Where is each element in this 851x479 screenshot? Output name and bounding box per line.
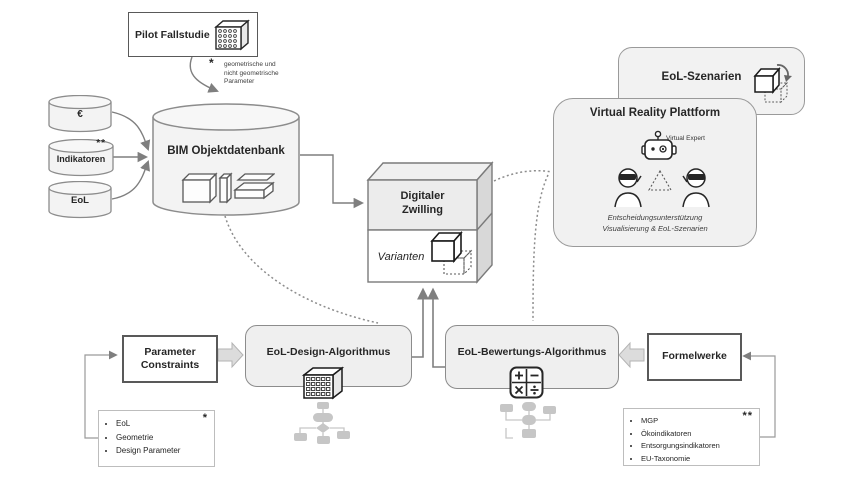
list-item: Entsorgungsindikatoren [641, 440, 755, 452]
facade-box-icon [301, 366, 345, 400]
list-right-mark: ** [742, 410, 753, 422]
cylinder-icon [48, 95, 112, 133]
bim-objects-icon [181, 172, 275, 204]
vr-caption-line1: Entscheidungsunterstützung [607, 213, 703, 222]
dotted-vr-to-evaluation [532, 174, 549, 322]
eol-szenarien-label: EoL-Szenarien [661, 71, 742, 83]
database-eol-label: EoL [71, 195, 89, 206]
evaluation-algorithm-label: EoL-Bewertungs-Algorithmus [457, 346, 607, 358]
arrow-design-to-twin [410, 287, 429, 358]
block-arrow-left-icon [618, 341, 645, 369]
digital-twin-title-line2: Zwilling [402, 204, 443, 216]
list-item: Ökoindikatoren [641, 428, 755, 440]
rotating-cube-icon [753, 64, 792, 104]
list-left-items: EoL Geometrie Design Parameter [99, 411, 214, 458]
arrow-euro-to-bim [111, 111, 151, 151]
parameter-constraints-line1: Parameter [144, 345, 196, 358]
list-item: Design Parameter [116, 445, 210, 458]
line-listright-to-formelwerke [742, 351, 776, 438]
vr-caption: Entscheidungsunterstützung Visualisierun… [554, 212, 756, 234]
formelwerke-box: Formelwerke [647, 333, 742, 381]
annotation-line2: nicht geometrische [224, 69, 279, 77]
indikatoren-mark: ** [96, 138, 106, 149]
vr-user-left [614, 168, 642, 208]
database-euro: € [48, 95, 112, 133]
parameter-constraints-line2: Constraints [140, 359, 200, 371]
decision-tree-icon [500, 402, 556, 439]
formelwerke-label: Formelwerke [662, 350, 727, 363]
annotation-line1: geometrische und [224, 61, 276, 68]
digital-twin-3d-shape [366, 161, 494, 284]
cylinder-icon [48, 139, 114, 177]
vr-caption-line2: Visualisierung & EoL-Szenarien [602, 224, 708, 233]
bim-database: BIM Objektdatenbank [152, 103, 300, 219]
digital-twin-title-line1: Digitaler [400, 190, 445, 202]
annotation-asterisk: * [209, 56, 214, 70]
vr-user-right [682, 168, 710, 208]
list-right-box: ** MGP Ökoindikatoren Entsorgungsindikat… [623, 408, 760, 466]
database-indikatoren-label: Indikatoren [56, 154, 106, 164]
list-left-mark: * [202, 412, 208, 424]
bim-database-label: BIM Objektdatenbank [167, 145, 285, 157]
pilot-case-study-label: Pilot Fallstudie [135, 28, 210, 41]
pilot-case-study-box: Pilot Fallstudie [128, 12, 258, 57]
dotted-twin-to-vr [493, 169, 553, 182]
digital-twin-box [360, 158, 496, 290]
line-listleft-to-constraints [84, 350, 118, 439]
list-item: MGP [641, 415, 755, 427]
decision-tree-icon [294, 402, 350, 444]
virtual-expert-label: Virtual Expert [666, 135, 705, 142]
vr-users-icon [614, 168, 710, 208]
list-item: EU-Taxonomie [641, 453, 755, 465]
parameter-constraints-box: Parameter Constraints [122, 335, 218, 383]
list-left-box: * EoL Geometrie Design Parameter [98, 410, 215, 467]
dotted-bim-to-design [224, 215, 379, 324]
variants-label: Varianten [377, 251, 425, 263]
variant-cubes-icon [430, 230, 473, 276]
annotation-line3: Parameter [224, 78, 255, 85]
robot-icon [641, 130, 677, 160]
math-operations-icon [509, 366, 544, 399]
database-euro-label: € [77, 109, 83, 120]
arrow-evaluation-to-twin [427, 287, 445, 368]
vr-platform-title: Virtual Reality Plattform [589, 107, 721, 119]
cylinder-icon [48, 181, 112, 219]
arrow-pilot-to-bim [189, 56, 219, 93]
digital-twin-title: Digitaler Zwilling [368, 189, 477, 217]
list-item: Geometrie [116, 432, 210, 445]
list-right-items: MGP Ökoindikatoren Entsorgungsindikatore… [624, 409, 759, 464]
building-facade-icon [214, 18, 250, 51]
list-item: EoL [116, 418, 210, 431]
database-indikatoren: Indikatoren ** [48, 138, 114, 177]
block-arrow-right-icon [217, 341, 244, 369]
vr-platform-box: Virtual Reality Plattform Virtual Expert [553, 98, 757, 247]
database-eol: EoL [48, 181, 112, 219]
annotation-text: geometrische und nicht geometrische Para… [224, 61, 279, 87]
arrow-bim-to-twin [300, 154, 365, 209]
arrow-eol-to-bim [111, 160, 150, 200]
design-algorithm-label: EoL-Design-Algorithmus [266, 346, 391, 358]
